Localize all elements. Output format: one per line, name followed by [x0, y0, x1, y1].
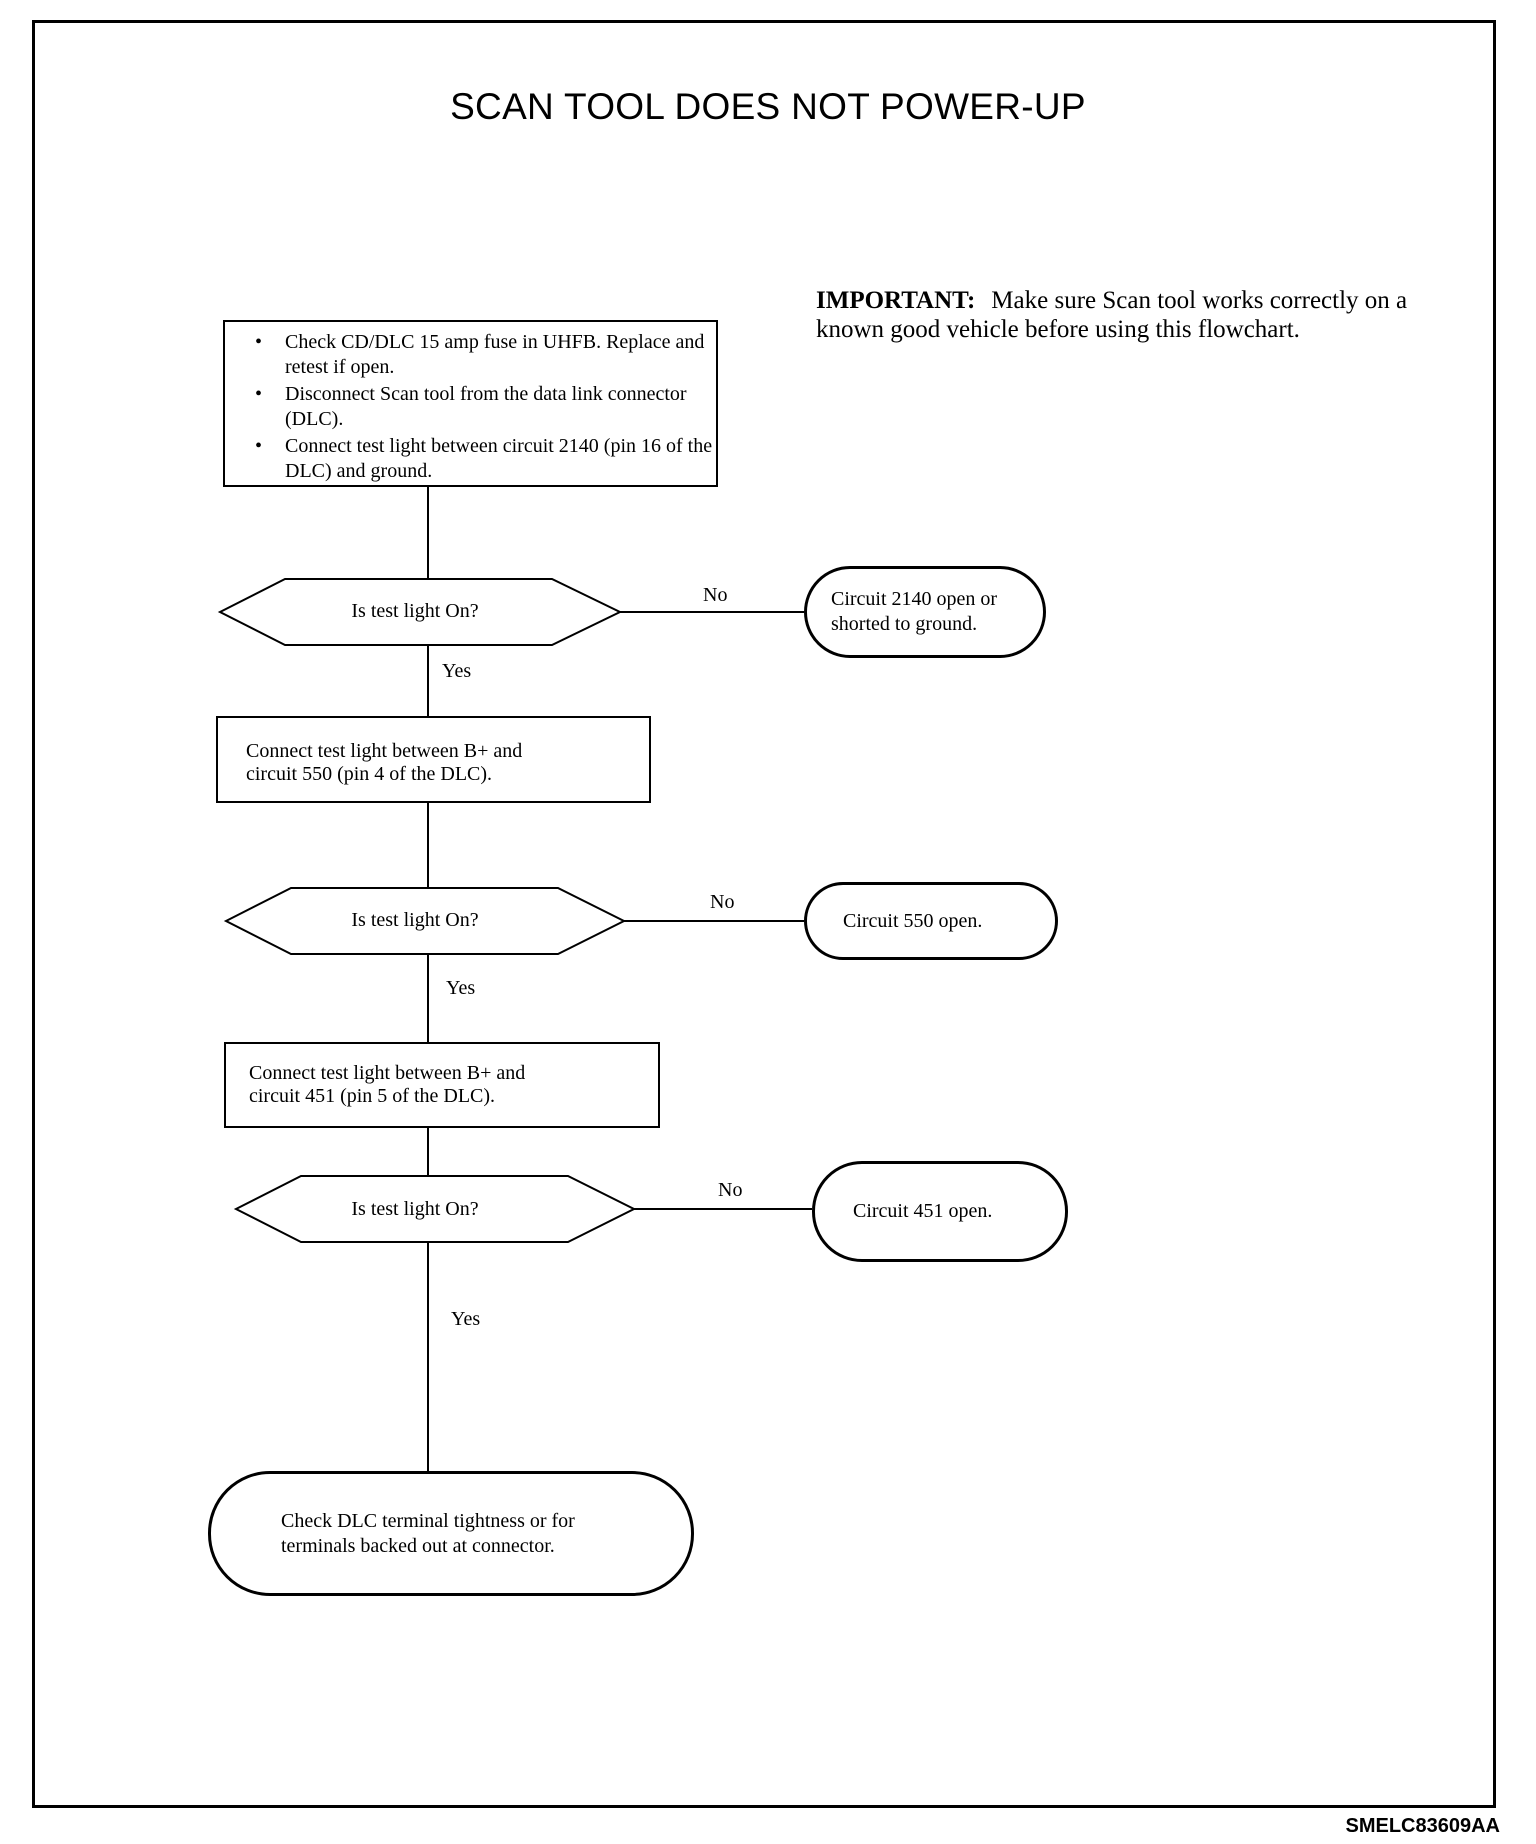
important-text: Make sure Scan tool works correctly on a…: [816, 287, 1408, 343]
figure-code: SMELC83609AA: [1345, 1815, 1500, 1837]
result-circuit-550: Circuit 550 open.: [804, 882, 1058, 960]
page-frame: [32, 20, 1496, 1808]
list-item: •Disconnect Scan tool from the data link…: [255, 383, 687, 430]
decision-3-question: Is test light On?: [351, 1198, 479, 1220]
decision-diamond-1: [217, 578, 623, 646]
list-item: •Connect test light between circuit 2140…: [255, 435, 713, 482]
decision-3-no-label: No: [718, 1179, 743, 1201]
page-title: SCAN TOOL DOES NOT POWER-UP: [450, 86, 1086, 127]
decision-2-question: Is test light On?: [351, 909, 479, 931]
start-box: •Check CD/DLC 15 amp fuse in UHFB. Repla…: [223, 320, 718, 487]
decision-2-no-label: No: [710, 891, 735, 913]
step-box-1: Connect test light between B+ and circui…: [216, 716, 651, 803]
step-box-2-text: Connect test light between B+ and circui…: [249, 1062, 526, 1107]
decision-diamond-2: [223, 887, 627, 955]
final-result: Check DLC terminal tightness or for term…: [208, 1471, 694, 1596]
important-label: IMPORTANT:: [816, 287, 976, 314]
result-circuit-451: Circuit 451 open.: [812, 1161, 1068, 1262]
result-circuit-2140-text: Circuit 2140 open or shorted to ground.: [831, 588, 998, 635]
list-item: •Check CD/DLC 15 amp fuse in UHFB. Repla…: [255, 331, 705, 378]
decision-1-question: Is test light On?: [351, 600, 479, 622]
decision-diamond-3: [233, 1175, 637, 1243]
result-circuit-451-text: Circuit 451 open.: [853, 1200, 993, 1222]
important-note: IMPORTANT:Make sure Scan tool works corr…: [816, 286, 1466, 344]
step-box-2: Connect test light between B+ and circui…: [224, 1042, 660, 1128]
start-box-list: •Check CD/DLC 15 amp fuse in UHFB. Repla…: [225, 330, 716, 484]
decision-3-yes-label: Yes: [451, 1308, 481, 1330]
final-result-text: Check DLC terminal tightness or for term…: [281, 1509, 575, 1557]
decision-2-yes-label: Yes: [446, 977, 476, 999]
step-box-1-text: Connect test light between B+ and circui…: [246, 740, 523, 785]
result-circuit-550-text: Circuit 550 open.: [843, 909, 983, 932]
result-circuit-2140: Circuit 2140 open or shorted to ground.: [804, 566, 1046, 658]
decision-1-no-label: No: [703, 584, 728, 606]
decision-1-yes-label: Yes: [442, 660, 472, 682]
